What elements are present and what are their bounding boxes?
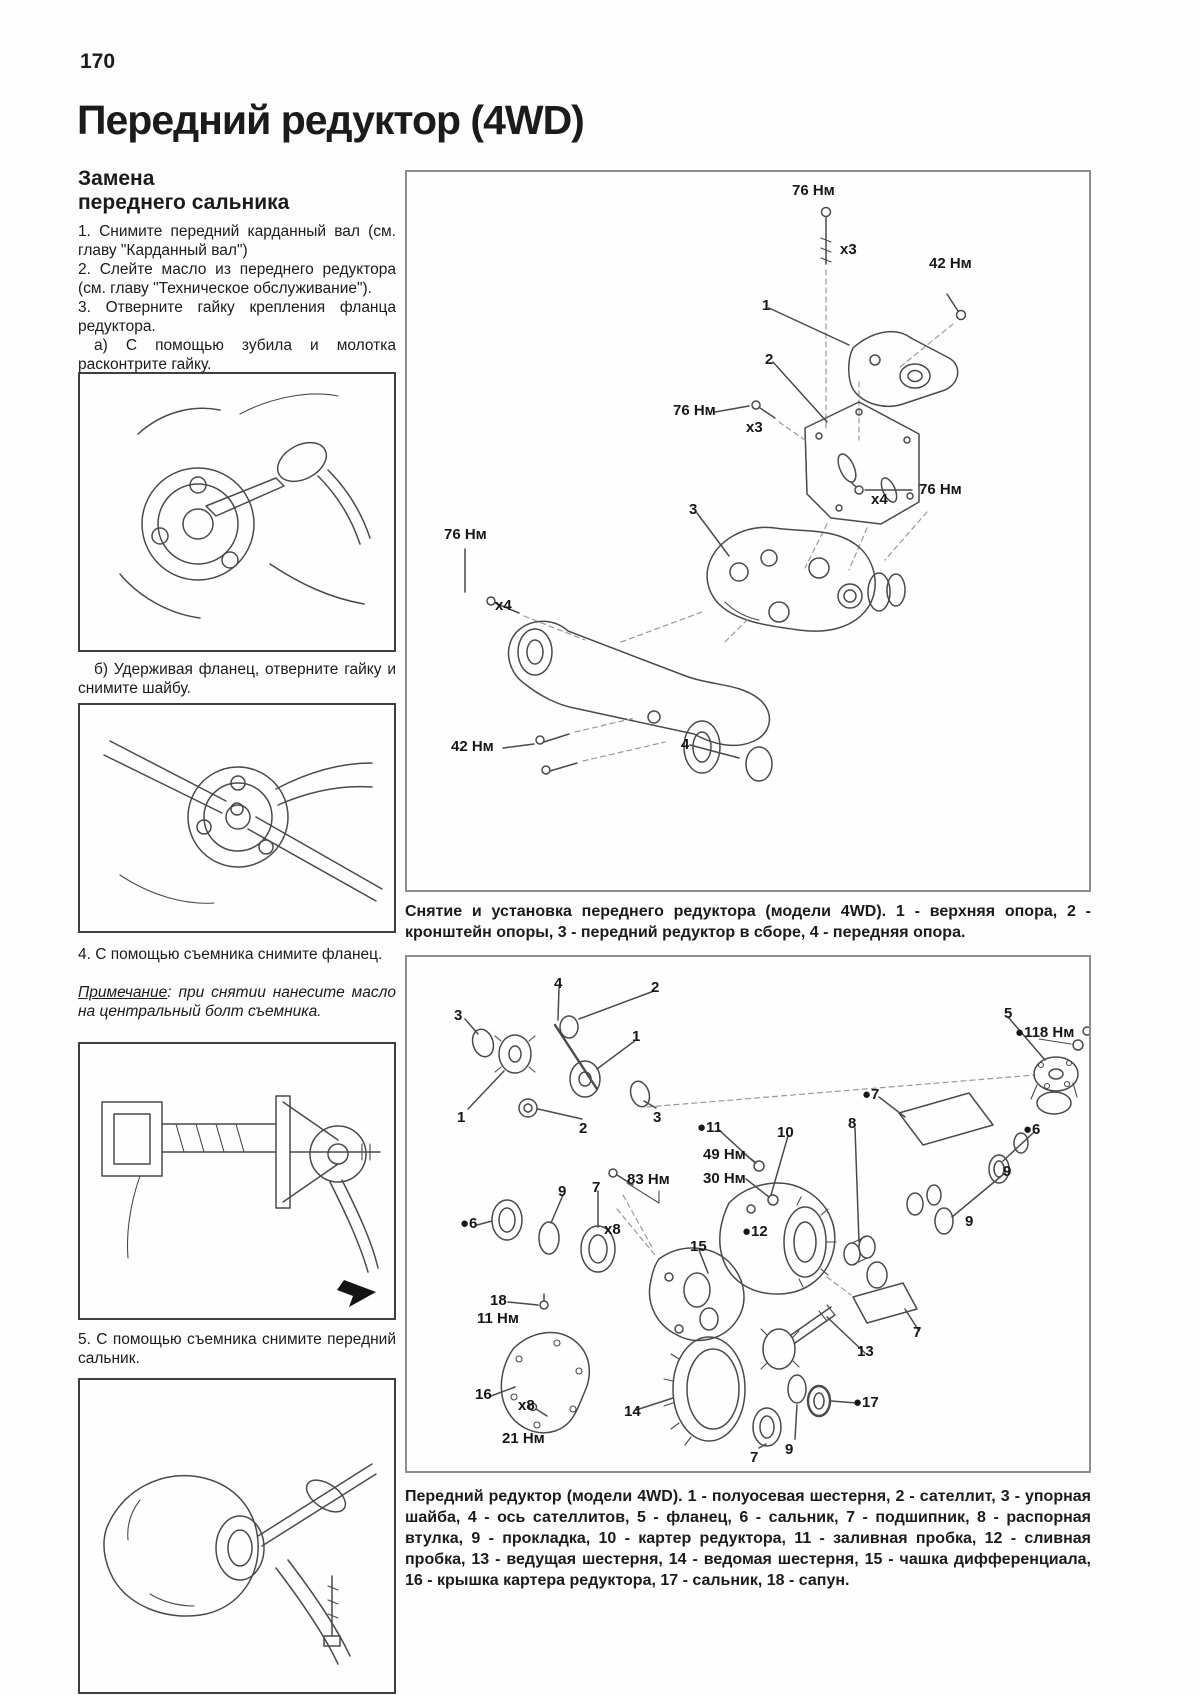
step-3a: а) С помощью зубила и молотка расконтрит… (78, 337, 396, 373)
part-label: x4 (871, 491, 888, 508)
part-label: 3 (653, 1109, 662, 1126)
part-label: 1 (632, 1028, 641, 1045)
step-5: 5. С помощью съемника снимите передний с… (78, 1331, 396, 1367)
figure-flange-puller (78, 1042, 396, 1320)
figure-remove-oil-seal (78, 1378, 396, 1694)
part-label: 10 (777, 1124, 794, 1141)
part-label: 9 (1003, 1163, 1012, 1180)
part-label: 21 Нм (502, 1430, 545, 1447)
figure-unstake-nut-with-chisel (78, 372, 396, 652)
diagram2-labels: 3 4 2 1 1 2 3 5●118 Нм ●7 8 ●6 9 ●11 10 49 Нм 30 Нм ●12 ●… (407, 957, 1089, 1471)
part-label: x4 (495, 597, 512, 614)
part-label: x3 (746, 419, 763, 436)
part-label: 15 (690, 1238, 707, 1255)
part-label: 5 (1004, 1005, 1013, 1022)
part-label: x8 (604, 1221, 621, 1238)
part-label: 9 (785, 1441, 794, 1458)
part-label: 3 (454, 1007, 463, 1024)
note-label: Примечание (78, 984, 168, 1001)
diagram2-caption: Передний редуктор (модели 4WD). 1 - полу… (405, 1488, 1091, 1589)
part-label: 83 Нм (627, 1171, 670, 1188)
part-label: 18 (490, 1292, 507, 1309)
part-label: ●6 (1023, 1121, 1041, 1138)
section-heading-line1: Замена (78, 167, 155, 190)
part-label: ●11 (697, 1119, 722, 1136)
step-3b: б) Удерживая фланец, отверните гайку и с… (78, 661, 396, 697)
part-label: x8 (518, 1397, 535, 1414)
reducer-exploded-art (464, 986, 1089, 1449)
part-label: 30 Нм (703, 1170, 746, 1187)
page-title: Передний редуктор (4WD) (77, 97, 585, 143)
chisel-hammer-illustration (119, 393, 371, 619)
part-label: 14 (624, 1403, 641, 1420)
step-1: 1. Снимите передний карданный вал (см. г… (78, 223, 396, 259)
part-label: 2 (579, 1120, 588, 1137)
reducer-mounting-art (464, 206, 967, 782)
note-text: : при снятии нанесите масло на центральн… (78, 984, 396, 1020)
part-label: ●6 (460, 1215, 478, 1232)
part-label: 49 Нм (703, 1146, 746, 1163)
part-label: 1 (457, 1109, 466, 1126)
part-label: 1 (762, 297, 771, 314)
part-label: 9 (558, 1183, 567, 1200)
part-label: ●17 (853, 1394, 879, 1411)
part-label: 8 (848, 1115, 857, 1132)
diagram-reducer-mounting: 76 Нм x3 42 Нм 1 2 76 Нм x3 x4 76 Нм 3 76 Нм x4 42 Н… (405, 170, 1091, 892)
section-heading: Замена переднего сальника (78, 167, 289, 215)
flange-holding-tool-illustration (103, 740, 383, 904)
part-label: 42 Нм (929, 255, 972, 272)
figure-hold-flange-tool (78, 703, 396, 933)
part-label: x3 (840, 241, 857, 258)
diagram1-caption: Снятие и установка переднего редуктора (… (405, 903, 1091, 941)
diagram-reducer-exploded: 3 4 2 1 1 2 3 5●118 Нм ●7 8 ●6 9 ●11 10 49 Нм 30 Нм ●12 ●… (405, 955, 1091, 1473)
part-label: 7 (750, 1449, 759, 1466)
part-label: 4 (554, 975, 563, 992)
section-heading-line2: переднего сальника (78, 191, 290, 214)
part-label: 7 (913, 1324, 922, 1341)
part-label: ●12 (742, 1223, 768, 1240)
part-label: 42 Нм (451, 738, 494, 755)
step-2: 2. Слейте масло из переднего редуктора (… (78, 261, 396, 297)
page-number: 170 (80, 50, 116, 73)
seal-puller-illustration (103, 1463, 377, 1665)
part-label: 76 Нм (444, 526, 487, 543)
part-label: 11 Нм (477, 1310, 519, 1327)
part-label: ●118 Нм (1015, 1024, 1075, 1041)
diagram1-labels: 76 Нм x3 42 Нм 1 2 76 Нм x3 x4 76 Нм 3 76 Нм x4 42 Н… (407, 172, 1089, 890)
part-label: 76 Нм (792, 182, 835, 199)
step-4-note: Примечание: при снятии нанесите масло на… (78, 983, 396, 1021)
part-label: 76 Нм (673, 402, 716, 419)
part-label: 9 (965, 1213, 974, 1230)
part-label: 7 (592, 1179, 601, 1196)
part-label: ●7 (862, 1086, 880, 1103)
step-4: 4. С помощью съемника снимите фланец. (78, 946, 383, 963)
part-label: 4 (681, 736, 690, 753)
part-label: 76 Нм (919, 481, 962, 498)
step-3: 3. Отверните гайку крепления фланца реду… (78, 299, 396, 335)
part-label: 13 (857, 1343, 874, 1360)
part-label: 16 (475, 1386, 492, 1403)
puller-illustration (101, 1095, 381, 1307)
part-label: 3 (689, 501, 698, 518)
part-label: 2 (765, 351, 774, 368)
part-label: 2 (651, 979, 660, 996)
